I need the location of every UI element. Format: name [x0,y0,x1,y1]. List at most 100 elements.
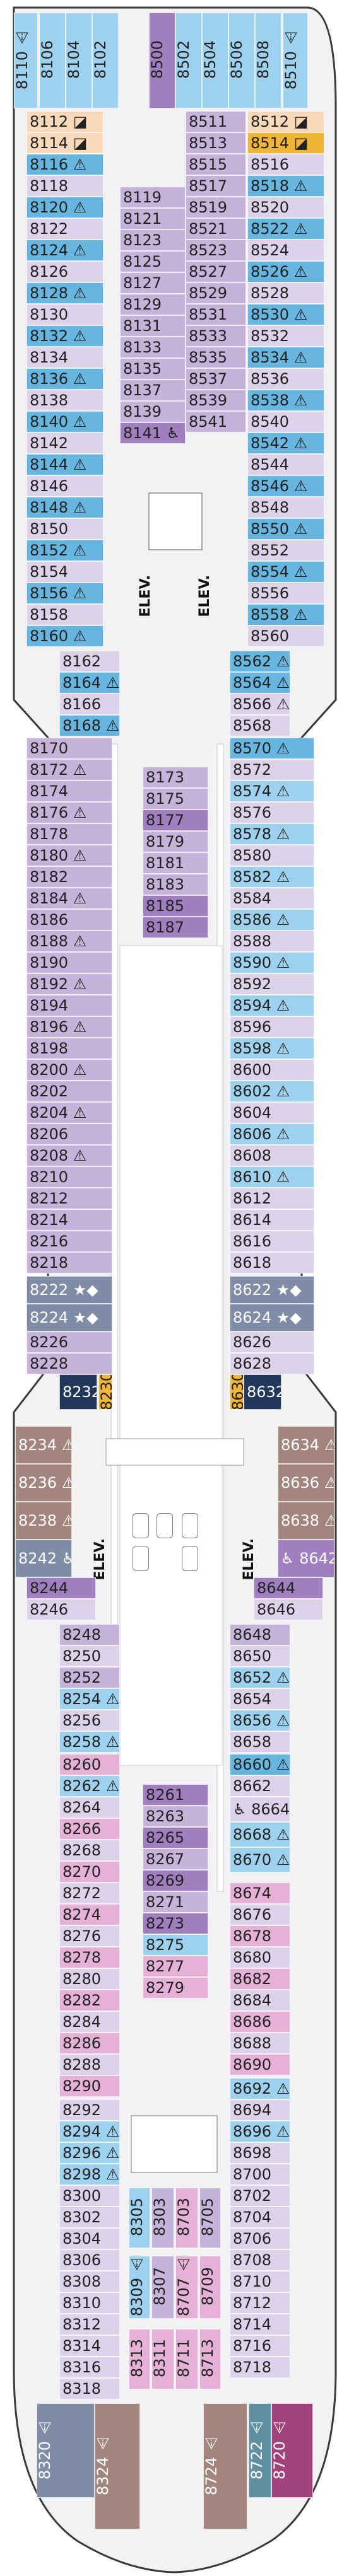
cabin-8544[interactable]: 8544 [247,454,324,475]
cabin-8600[interactable]: 8600 [230,1059,314,1081]
cabin-8578[interactable]: 8578 ⚠ [230,823,314,845]
cabin-8158[interactable]: 8158 [27,604,104,625]
cabin-8313[interactable]: 8313 [129,2329,150,2389]
cabin-8714[interactable]: 8714 [230,2314,290,2335]
cabin-8512[interactable]: 8512 ◪ [247,111,324,132]
cabin-8123[interactable]: 8123 [120,229,186,251]
cabin-8148[interactable]: 8148 ⚠ [27,497,104,518]
cabin-8540[interactable]: 8540 [247,411,324,432]
cabin-8696[interactable]: 8696 ⚠ [230,2121,290,2142]
cabin-8511[interactable]: 8511 [186,111,246,132]
cabin-8519[interactable]: 8519 [186,197,246,218]
cabin-8185[interactable]: 8185 [143,895,208,917]
cabin-8652[interactable]: 8652 ⚠ [230,1667,290,1688]
cabin-8586[interactable]: 8586 ⚠ [230,909,314,931]
cabin-8106[interactable]: 8106 [39,13,66,108]
cabin-8304[interactable]: 8304 [59,2228,120,2249]
cabin-8536[interactable]: 8536 [247,368,324,390]
cabin-8533[interactable]: 8533 [186,325,246,347]
cabin-8312[interactable]: 8312 [59,2314,120,2335]
cabin-8594[interactable]: 8594 ⚠ [230,995,314,1016]
cabin-8534[interactable]: 8534 ⚠ [247,347,324,368]
cabin-8614[interactable]: 8614 [230,1209,314,1231]
cabin-8204[interactable]: 8204 ⚠ [27,1102,112,1123]
cabin-8126[interactable]: 8126 [27,261,104,282]
cabin-8508[interactable]: 8508 [255,13,281,108]
cabin-8224[interactable]: 8224 ★◆ [27,1304,112,1332]
cabin-8110[interactable]: 8110 ⚠ [14,13,38,108]
cabin-8230[interactable]: 8230 [98,1374,112,1410]
cabin-8709[interactable]: 8709 [199,2256,221,2319]
cabin-8580[interactable]: 8580 [230,845,314,866]
cabin-8275[interactable]: 8275 [143,1934,208,1956]
cabin-8320[interactable]: 8320 ⚠ [37,2403,95,2498]
cabin-8142[interactable]: 8142 [27,432,104,454]
cabin-8277[interactable]: 8277 [143,1956,208,1977]
cabin-8702[interactable]: 8702 [230,2185,290,2207]
cabin-8642[interactable]: ♿ 8642 [278,1540,334,1577]
cabin-8660[interactable]: 8660 ⚠ [230,1754,290,1775]
cabin-8112[interactable]: 8112 ◪ [27,111,104,132]
cabin-8684[interactable]: 8684 [230,1990,290,2011]
cabin-8206[interactable]: 8206 [27,1123,112,1145]
cabin-8303[interactable]: 8303 [151,2188,174,2248]
cabin-8692[interactable]: 8692 ⚠ [230,2078,290,2099]
cabin-8282[interactable]: 8282 [59,1990,120,2011]
cabin-8522[interactable]: 8522 ⚠ [247,218,324,240]
cabin-8138[interactable]: 8138 [27,390,104,411]
cabin-8184[interactable]: 8184 ⚠ [27,888,112,909]
cabin-8510[interactable]: 8510 ⚠ [283,13,308,108]
cabin-8232[interactable]: 8232 ⚠ [59,1374,97,1410]
cabin-8518[interactable]: 8518 ⚠ [247,175,324,197]
cabin-8588[interactable]: 8588 [230,931,314,952]
cabin-8267[interactable]: 8267 [143,1848,208,1870]
cabin-8576[interactable]: 8576 [230,802,314,823]
cabin-8584[interactable]: 8584 [230,888,314,909]
cabin-8188[interactable]: 8188 ⚠ [27,931,112,952]
cabin-8252[interactable]: 8252 [59,1667,120,1688]
cabin-8260[interactable]: 8260 [59,1754,120,1775]
cabin-8306[interactable]: 8306 [59,2249,120,2271]
cabin-8131[interactable]: 8131 [120,315,186,337]
cabin-8179[interactable]: 8179 [143,831,208,852]
cabin-8618[interactable]: 8618 [230,1252,314,1273]
cabin-8654[interactable]: 8654 [230,1688,290,1710]
cabin-8308[interactable]: 8308 [59,2271,120,2292]
cabin-8658[interactable]: 8658 [230,1731,290,1753]
cabin-8514[interactable]: 8514 ◪ [247,132,324,154]
cabin-8127[interactable]: 8127 [120,272,186,294]
cabin-8554[interactable]: 8554 ⚠ [247,561,324,583]
cabin-8198[interactable]: 8198 [27,1038,112,1059]
cabin-8546[interactable]: 8546 ⚠ [247,475,324,497]
cabin-8226[interactable]: 8226 [27,1332,112,1353]
cabin-8694[interactable]: 8694 [230,2099,290,2121]
cabin-8688[interactable]: 8688 [230,2033,290,2054]
cabin-8168[interactable]: 8168 ⚠ [59,715,120,736]
cabin-8274[interactable]: 8274 [59,1904,120,1925]
cabin-8550[interactable]: 8550 ⚠ [247,518,324,540]
cabin-8616[interactable]: 8616 [230,1231,314,1252]
cabin-8286[interactable]: 8286 [59,2033,120,2054]
cabin-8132[interactable]: 8132 ⚠ [27,325,104,347]
cabin-8139[interactable]: 8139 [120,401,186,422]
cabin-8644[interactable]: 8644 [254,1577,323,1599]
cabin-8305[interactable]: 8305 [129,2188,150,2248]
cabin-8256[interactable]: 8256 [59,1710,120,1731]
cabin-8265[interactable]: 8265 [143,1827,208,1848]
cabin-8720[interactable]: 8720 ⚠ [271,2403,313,2498]
cabin-8682[interactable]: 8682 [230,1968,290,1990]
cabin-8173[interactable]: 8173 [143,767,208,788]
cabin-8194[interactable]: 8194 [27,995,112,1016]
cabin-8154[interactable]: 8154 [27,561,104,583]
cabin-8664[interactable]: ♿ 8664 [230,1797,290,1822]
cabin-8278[interactable]: 8278 [59,1947,120,1968]
cabin-8164[interactable]: 8164 ⚠ [59,672,120,693]
cabin-8290[interactable]: 8290 [59,2075,120,2097]
cabin-8724[interactable]: 8724 ⚠ [203,2403,247,2529]
cabin-8662[interactable]: 8662 [230,1775,290,1797]
cabin-8170[interactable]: 8170 [27,738,112,759]
cabin-8192[interactable]: 8192 ⚠ [27,973,112,995]
cabin-8166[interactable]: 8166 [59,693,120,715]
cabin-8528[interactable]: 8528 [247,282,324,304]
cabin-8141[interactable]: 8141 ♿ [120,422,186,444]
